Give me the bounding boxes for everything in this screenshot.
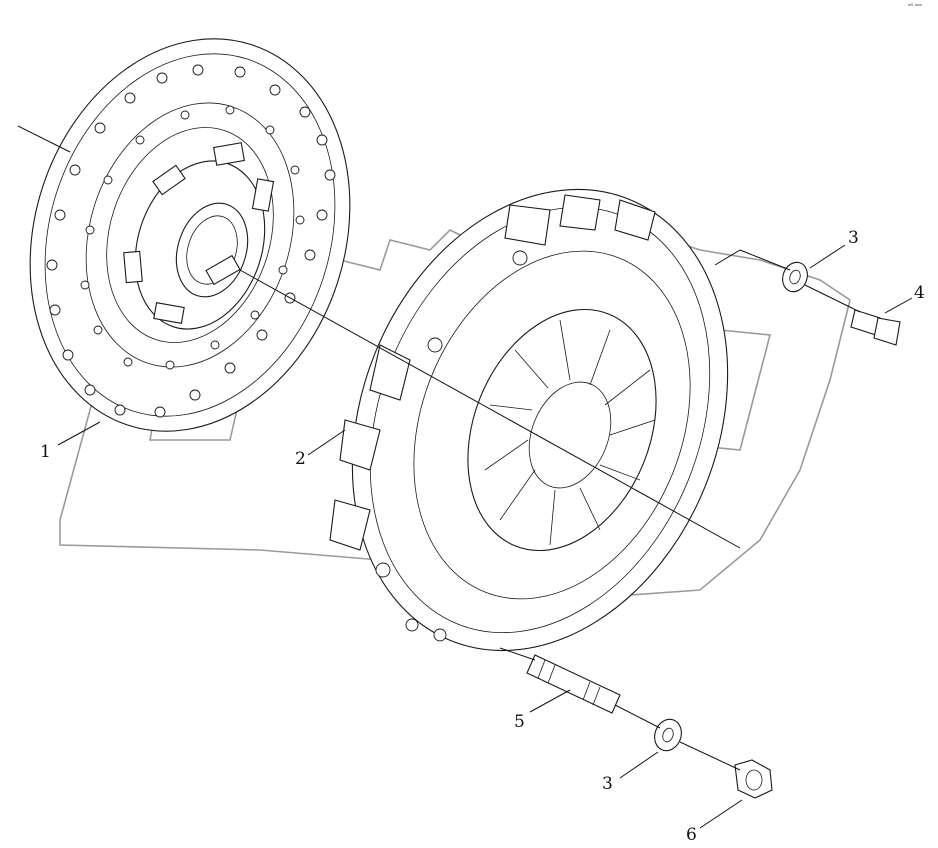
axis-lines bbox=[17, 125, 861, 771]
callout-5: 5 bbox=[514, 712, 525, 732]
callout-6: 6 bbox=[686, 825, 697, 845]
washer-lower bbox=[654, 718, 682, 752]
clutch-disc bbox=[29, 38, 351, 432]
callout-2: 2 bbox=[295, 449, 306, 469]
damper-springs bbox=[123, 142, 275, 324]
diaphragm-fingers bbox=[484, 319, 656, 546]
nut bbox=[734, 759, 773, 799]
callout-4: 4 bbox=[914, 283, 925, 303]
washer-upper bbox=[782, 261, 808, 293]
corner-mark: ᵃᴮ ᵃᵃᵃ bbox=[908, 3, 922, 10]
callout-3-upper: 3 bbox=[848, 228, 859, 248]
disc-rivet-holes bbox=[46, 64, 336, 418]
callout-1: 1 bbox=[40, 442, 51, 462]
pressure-plate bbox=[329, 188, 729, 652]
callout-3-lower: 3 bbox=[602, 774, 613, 794]
stud bbox=[526, 654, 621, 714]
bolt bbox=[850, 309, 901, 346]
callout-leaders bbox=[57, 244, 913, 829]
